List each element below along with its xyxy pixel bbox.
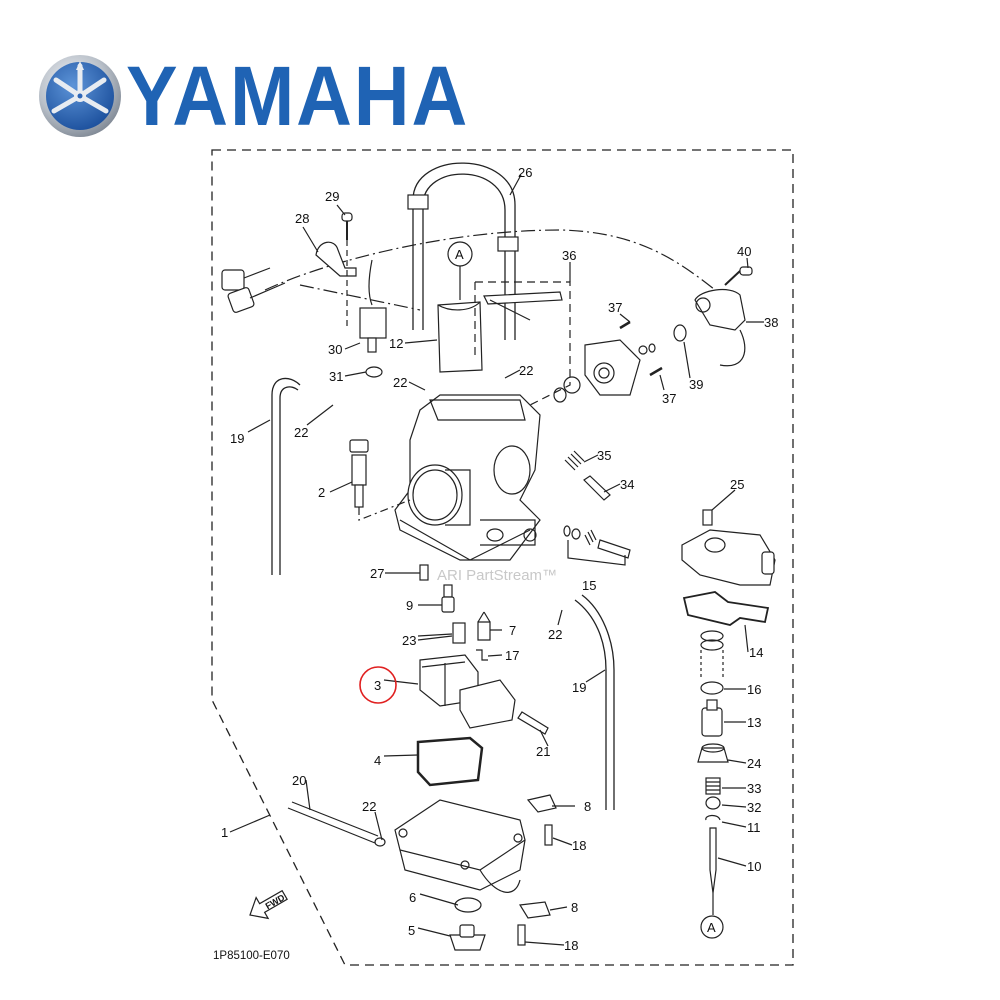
part-callout-22[interactable]: 22 — [362, 799, 376, 814]
part-callout-34[interactable]: 34 — [620, 477, 634, 492]
highlight-ring-part-3 — [359, 666, 397, 704]
part-callout-22[interactable]: 22 — [294, 425, 308, 440]
figure-code: 1P85100-E070 — [213, 950, 290, 962]
part-callout-13[interactable]: 13 — [747, 715, 761, 730]
part-callout-39[interactable]: 39 — [689, 377, 703, 392]
part-callout-35[interactable]: 35 — [597, 448, 611, 463]
hose-26 — [412, 162, 516, 340]
part-callout-9[interactable]: 9 — [406, 598, 413, 613]
part-callout-32[interactable]: 32 — [747, 800, 761, 815]
part-callout-2[interactable]: 2 — [318, 485, 325, 500]
part-callout-6[interactable]: 6 — [409, 890, 416, 905]
part-callout-22[interactable]: 22 — [548, 627, 562, 642]
part-callout-14[interactable]: 14 — [749, 645, 763, 660]
assembly-outline — [211, 149, 794, 966]
yamaha-logo: YAMAHA — [38, 49, 467, 143]
reference-marker-bottom: A — [707, 920, 716, 935]
part-callout-7[interactable]: 7 — [509, 623, 516, 638]
part-callout-17[interactable]: 17 — [505, 648, 519, 663]
part-callout-10[interactable]: 10 — [747, 859, 761, 874]
part-callout-38[interactable]: 38 — [764, 315, 778, 330]
part-callout-22[interactable]: 22 — [393, 375, 407, 390]
part-callout-40[interactable]: 40 — [737, 244, 751, 259]
part-callout-25[interactable]: 25 — [730, 477, 744, 492]
reference-marker-top: A — [455, 247, 464, 262]
part-callout-12[interactable]: 12 — [389, 336, 403, 351]
part-callout-1[interactable]: 1 — [221, 825, 228, 840]
part-callout-4[interactable]: 4 — [374, 753, 381, 768]
part-callout-8[interactable]: 8 — [584, 799, 591, 814]
part-callout-31[interactable]: 31 — [329, 369, 343, 384]
part-callout-15[interactable]: 15 — [582, 578, 596, 593]
tuning-fork-emblem-icon — [39, 55, 121, 137]
part-callout-26[interactable]: 26 — [518, 165, 532, 180]
part-callout-18[interactable]: 18 — [572, 838, 586, 853]
part-callout-21[interactable]: 21 — [536, 744, 550, 759]
part-callout-3[interactable]: 3 — [374, 678, 381, 693]
part-callout-29[interactable]: 29 — [325, 189, 339, 204]
part-callout-36[interactable]: 36 — [562, 248, 576, 263]
part-callout-18[interactable]: 18 — [564, 938, 578, 953]
part-callout-24[interactable]: 24 — [747, 756, 761, 771]
fwd-direction-arrow-icon: FWD — [249, 889, 288, 920]
part-callout-37[interactable]: 37 — [608, 300, 622, 315]
part-callout-19[interactable]: 19 — [572, 680, 586, 695]
part-callout-37[interactable]: 37 — [662, 391, 676, 406]
part-callout-5[interactable]: 5 — [408, 923, 415, 938]
part-callout-20[interactable]: 20 — [292, 773, 306, 788]
brand-wordmark: YAMAHA — [126, 49, 470, 143]
part-callout-16[interactable]: 16 — [747, 682, 761, 697]
part-callout-11[interactable]: 11 — [747, 820, 761, 835]
part-callouts: 1234567889101112131415161718181919202122… — [221, 165, 778, 953]
part-callout-8[interactable]: 8 — [571, 900, 578, 915]
part-callout-30[interactable]: 30 — [328, 342, 342, 357]
part-callout-28[interactable]: 28 — [295, 211, 309, 226]
part-callout-19[interactable]: 19 — [230, 431, 244, 446]
watermark: ARI PartStream™ — [437, 567, 557, 584]
part-callout-23[interactable]: 23 — [402, 633, 416, 648]
part-callout-27[interactable]: 27 — [370, 566, 384, 581]
part-callout-22[interactable]: 22 — [519, 363, 533, 378]
part-callout-33[interactable]: 33 — [747, 781, 761, 796]
